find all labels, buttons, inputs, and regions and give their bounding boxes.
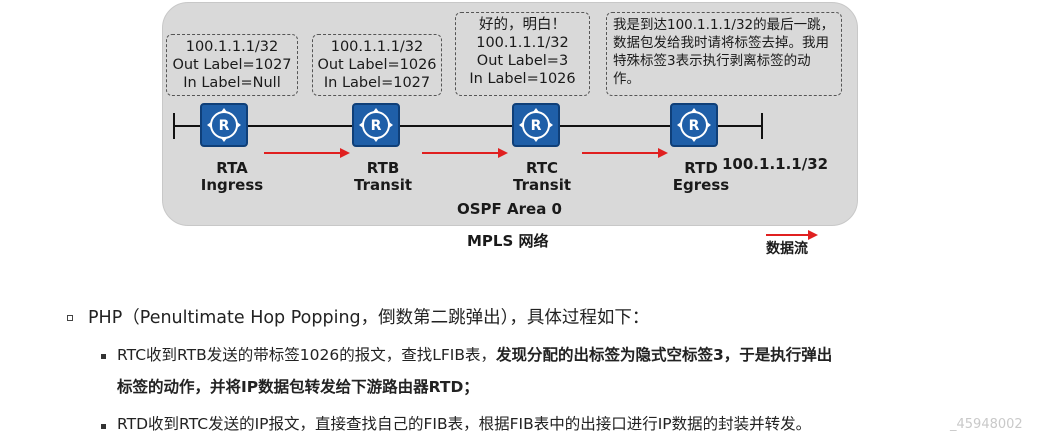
bullet-1-line-2: 标签的动作，并将IP数据包转发给下游路由器RTD； (117, 376, 479, 398)
php-heading: PHP（Penultimate Hop Popping，倒数第二跳弹出），具体过… (88, 308, 650, 328)
rta-role: Ingress (200, 176, 264, 194)
destination-prefix: 100.1.1.1/32 (722, 155, 829, 173)
svg-text:R: R (531, 118, 542, 134)
legend-arrow (766, 230, 818, 240)
router-rta-icon: R (200, 103, 248, 147)
rta-name-label: RTA Ingress (187, 160, 277, 194)
mpls-network-label: MPLS 网络 (467, 232, 549, 250)
rtc-name-label: RTC Transit (497, 160, 587, 194)
bullet-1-bold-text: 发现分配的出标签为隐式空标签3，于是执行弹出 (495, 346, 833, 364)
router-rtd-icon: R (670, 103, 718, 147)
bullet-2-text: RTD收到RTC发送的IP报文，直接查找自己的FIB表，根据FIB表中的出接口进… (117, 415, 812, 433)
flow-arrow-1 (264, 148, 350, 158)
rtd-name-label: RTD Egress (656, 160, 746, 194)
router-rtc-icon: R (512, 103, 560, 147)
rtc-label-box: 好的，明白！ 100.1.1.1/32 Out Label=3 In Label… (455, 12, 590, 96)
ospf-area-background (162, 2, 858, 226)
rta-label-box: 100.1.1.1/32 Out Label=1027 In Label=Nul… (166, 34, 298, 96)
rtb-role: Transit (353, 176, 413, 194)
svg-text:R: R (371, 118, 382, 134)
rtc-out-label: Out Label=3 (476, 53, 569, 69)
bullet-2-icon (101, 424, 106, 429)
bullet-1-icon (101, 354, 106, 359)
rtd-speech-text: 我是到达100.1.1.1/32的最后一跳，数据包发给我时请将标签去掉。我用特殊… (613, 17, 835, 87)
rtb-name-label: RTB Transit (338, 160, 428, 194)
rtc-in-label: In Label=1026 (469, 71, 576, 87)
rta-out-label: Out Label=1027 (172, 57, 292, 73)
bullet-1-line-1: RTC收到RTB发送的带标签1026的报文，查找LFIB表，发现分配的出标签为隐… (117, 344, 832, 366)
rta-in-label: In Label=Null (183, 75, 281, 91)
rtb-fec: 100.1.1.1/32 (330, 39, 424, 55)
rtd-speech-box: 我是到达100.1.1.1/32的最后一跳，数据包发给我时请将标签去掉。我用特殊… (606, 12, 842, 96)
rta-name: RTA (216, 159, 248, 177)
rta-fec: 100.1.1.1/32 (185, 39, 279, 55)
router-rtb-icon: R (352, 103, 400, 147)
rtc-reply: 好的，明白！ (479, 17, 566, 33)
bullet-1-bold-line-2: 标签的动作，并将IP数据包转发给下游路由器RTD； (117, 378, 479, 396)
data-flow-legend-label: 数据流 (766, 241, 808, 257)
rtc-fec: 100.1.1.1/32 (476, 35, 569, 51)
bullet-1-normal-text: RTC收到RTB发送的带标签1026的报文，查找LFIB表， (117, 346, 496, 364)
rtb-name: RTB (366, 159, 400, 177)
svg-text:R: R (689, 118, 700, 134)
rtb-label-box: 100.1.1.1/32 Out Label=1026 In Label=102… (312, 34, 442, 96)
heading-bullet-icon (67, 315, 73, 321)
rtc-name: RTC (525, 159, 559, 177)
ospf-area-label: OSPF Area 0 (457, 200, 562, 218)
rtb-out-label: Out Label=1026 (317, 57, 437, 73)
rtc-role: Transit (512, 176, 572, 194)
svg-text:R: R (219, 118, 230, 134)
rtb-in-label: In Label=1027 (323, 75, 431, 91)
flow-arrow-3 (582, 148, 668, 158)
rtd-role: Egress (672, 176, 730, 194)
rtd-name: RTD (684, 159, 718, 177)
watermark: _45948002 (950, 417, 1023, 432)
flow-arrow-2 (422, 148, 508, 158)
